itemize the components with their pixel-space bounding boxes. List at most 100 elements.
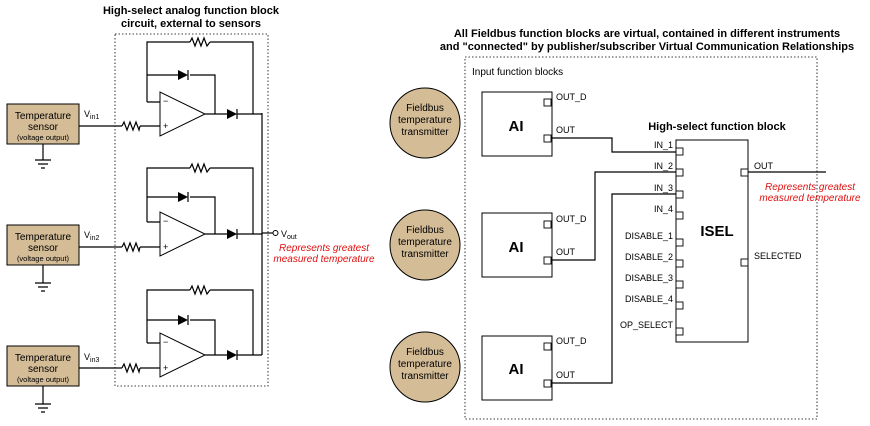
analog-heading-line2: circuit, external to sensors [121,18,261,30]
vcr-wire-3 [551,193,676,384]
ground-symbol [35,282,51,292]
ai-block-1: AI OUT_D OUT [481,91,587,157]
transmitter-circle [389,331,461,403]
selected-port [740,258,749,267]
sensor-label-line2: sensor [28,122,59,133]
sensor-label-line1: Temperature [15,232,72,243]
feedback-diode-wire-2 [147,196,216,234]
sensor-label-line3: (voltage output) [17,375,70,384]
sensor-label-line3: (voltage output) [17,254,70,263]
feedback-loop-3 [146,289,254,355]
opamp-plus-2: + [163,242,168,252]
svg-text:temperature: temperature [398,115,452,126]
opamp-1 [159,91,207,137]
svg-text:transmitter: transmitter [401,127,449,138]
input-resistor-1 [121,120,141,133]
ai-block-3: AI OUT_D OUT [481,335,587,401]
sensor-label-line2: sensor [28,243,59,254]
svg-text:Fieldbus: Fieldbus [406,103,444,114]
out-port [543,256,552,265]
temperature-sensor-1 [6,103,80,145]
in-2-label: IN_2 [654,161,673,171]
output-diode-3 [227,350,237,360]
sensor-label-line3: (voltage output) [17,133,70,142]
in-3-port [675,190,684,199]
disable-4-label: DISABLE_4 [625,294,673,304]
input-resistor-3 [121,362,141,375]
fieldbus-section: All Fieldbus function blocks are virtual… [389,28,861,420]
vcr-wire-1 [551,137,676,153]
feedback-diode-3 [178,315,188,325]
out-label: OUT [556,370,576,380]
svg-text:temperature: temperature [398,237,452,248]
out-d-label: OUT_D [556,92,587,102]
disable-4-port [675,301,684,310]
disable-2-port [675,259,684,268]
out-label: OUT [556,247,576,257]
isel-label: ISEL [700,223,733,240]
ai-label: AI [509,361,524,378]
opamp-2 [159,211,207,257]
isel-block: ISEL IN_1 IN_2 IN_3 IN_4 DISABLE_1 DISAB… [620,139,802,343]
sensor-label-line2: sensor [28,364,59,375]
vin-label-3: Vin3 [84,352,99,364]
fieldbus-heading-line2: and "connected" by publisher/subscriber … [440,41,854,53]
vin-label-2: Vin2 [84,230,99,242]
fieldbus-transmitter-2: Fieldbus temperature transmitter [389,209,461,281]
out-d-port [543,98,552,107]
sensor-label-line1: Temperature [15,111,72,122]
disable-1-port [675,238,684,247]
in-4-port [675,211,684,220]
fieldbus-transmitter-3: Fieldbus temperature transmitter [389,331,461,403]
analog-note-line2: measured temperature [273,254,375,265]
output-diode-1 [227,109,237,119]
feedback-resistor-3 [189,284,211,296]
out-d-label: OUT_D [556,214,587,224]
in-1-label: IN_1 [654,140,673,150]
isel-out-label: OUT [754,161,774,171]
temperature-sensor-3 [6,345,80,387]
feedback-loop-1 [146,41,254,114]
analog-note-line1: Represents greatest [279,243,370,254]
input-group-label: Input function blocks [472,67,563,78]
output-diode-2 [227,229,237,239]
ai-label: AI [509,118,524,135]
sensor-label-line1: Temperature [15,353,72,364]
svg-text:transmitter: transmitter [401,249,449,260]
analog-channel-2: Temperature sensor (voltage output) Vin2… [6,162,262,292]
out-port [543,134,552,143]
disable-1-label: DISABLE_1 [625,231,673,241]
opamp-minus-3: − [163,337,168,347]
out-d-label: OUT_D [556,336,587,346]
disable-3-port [675,280,684,289]
in-4-label: IN_4 [654,204,673,214]
op-select-label: OP_SELECT [620,320,674,330]
svg-text:Fieldbus: Fieldbus [406,347,444,358]
opamp-minus-2: − [163,216,168,226]
fieldbus-boundary [464,56,818,420]
analog-block-boundary [114,33,269,387]
in-1-port [675,147,684,156]
fieldbus-heading-line1: All Fieldbus function blocks are virtual… [454,28,840,40]
feedback-resistor-2 [189,162,211,174]
feedback-diode-1 [178,70,188,80]
fieldbus-note-line2: measured temperature [759,193,861,204]
ai-label: AI [509,239,524,256]
disable-3-label: DISABLE_3 [625,273,673,283]
opamp-3 [159,332,207,378]
in-3-label: IN_3 [654,183,673,193]
feedback-diode-wire-3 [147,319,216,355]
opamp-plus-3: + [163,363,168,373]
fieldbus-note-line1: Represents greatest [765,182,856,193]
in-2-port [675,168,684,177]
fieldbus-transmitter-1: Fieldbus temperature transmitter [389,87,461,159]
analog-heading-line1: High-select analog function block [103,5,280,17]
feedback-diode-2 [178,192,188,202]
ai-block-2: AI OUT_D OUT [481,212,587,278]
feedback-diode-wire-1 [147,74,216,114]
out-label: OUT [556,125,576,135]
transmitter-circle [389,87,461,159]
transmitter-circle [389,209,461,281]
op-select-port [675,327,684,336]
disable-2-label: DISABLE_2 [625,252,673,262]
